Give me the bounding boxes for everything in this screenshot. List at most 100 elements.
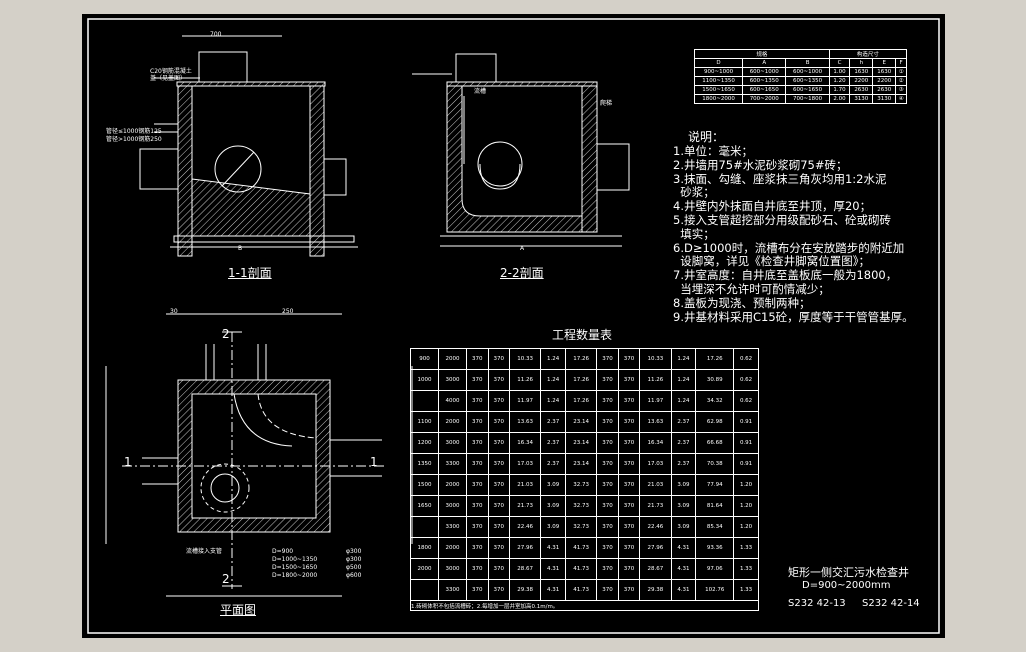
qty-cell: 11.97 bbox=[508, 390, 542, 412]
size-cell: 2200 bbox=[849, 76, 874, 86]
dim-700: 700 bbox=[210, 31, 222, 38]
qty-cell: 17.26 bbox=[565, 390, 598, 412]
qty-cell: 370 bbox=[487, 474, 511, 496]
qty-cell: 3.09 bbox=[670, 495, 697, 517]
qty-cell: 34.32 bbox=[695, 390, 735, 412]
qty-cell: 2000 bbox=[438, 537, 468, 559]
qty-cell: 370 bbox=[596, 474, 619, 496]
size-cell: 600~1650 bbox=[785, 85, 830, 95]
qty-cell: 370 bbox=[617, 432, 641, 454]
qty-cell: 27.96 bbox=[508, 537, 542, 559]
qty-cell: 370 bbox=[487, 369, 511, 391]
legend-phi-1: φ300 bbox=[346, 548, 362, 555]
qty-cell: 77.94 bbox=[695, 474, 735, 496]
qty-cell: 30.89 bbox=[695, 369, 735, 391]
qty-cell: 370 bbox=[466, 558, 489, 580]
qty-cell: 16.34 bbox=[508, 432, 542, 454]
qty-cell: 3.09 bbox=[670, 474, 697, 496]
qty-cell: 29.38 bbox=[508, 579, 542, 601]
qty-cell: 62.98 bbox=[695, 411, 735, 433]
title-range: D=900~2000mm bbox=[802, 580, 891, 591]
qty-cell: 16.34 bbox=[639, 432, 672, 454]
qty-footnote: 1.砖砌体积不包括流槽砖；2.每增加一层井室加高0.1m/m。 bbox=[410, 600, 759, 611]
qty-cell: 41.73 bbox=[565, 558, 598, 580]
size-cell: 3130 bbox=[872, 94, 897, 104]
qty-cell: 2.37 bbox=[670, 411, 697, 433]
annot-flow: 流槽 bbox=[474, 88, 487, 95]
note-item: 2.井墙用75#水泥砂浆砌75#砖； bbox=[673, 157, 848, 172]
qty-cell: 21.73 bbox=[639, 495, 672, 517]
qty-cell: 4.31 bbox=[670, 579, 697, 601]
annot-pipe-small: 管径≤1000钢筋125 bbox=[106, 128, 162, 135]
qty-cell: 370 bbox=[487, 453, 511, 475]
qty-cell: 21.03 bbox=[639, 474, 672, 496]
qty-cell: 41.73 bbox=[565, 537, 598, 559]
size-header-dims: 构造尺寸 bbox=[828, 49, 908, 59]
size-sub-e: E bbox=[872, 58, 897, 68]
qty-cell: 370 bbox=[617, 390, 641, 412]
annot-ladder: 爬梯 bbox=[600, 100, 613, 107]
size-cell: 1.20 bbox=[828, 76, 851, 86]
qty-cell: 3.09 bbox=[540, 474, 567, 496]
qty-cell: 0.62 bbox=[733, 390, 759, 412]
qty-cell: 17.03 bbox=[508, 453, 542, 475]
cut-mark-2-top: 2 bbox=[222, 327, 230, 341]
size-cell: ① bbox=[895, 67, 907, 77]
qty-cell: 370 bbox=[487, 516, 511, 538]
qty-cell: 11.26 bbox=[639, 369, 672, 391]
size-cell: 700~1800 bbox=[785, 94, 830, 104]
label-section-1-1: 1-1剖面 bbox=[228, 266, 272, 280]
qty-cell: 23.14 bbox=[565, 432, 598, 454]
plan-view bbox=[105, 313, 413, 597]
note-item: 6.D≥1000时，流槽布分在安放踏步的附近加 设脚窝，详见《检查井脚窝位置图》… bbox=[673, 240, 905, 269]
qty-cell: 3000 bbox=[438, 558, 468, 580]
qty-cell: 2000 bbox=[438, 474, 468, 496]
qty-cell: 1000 bbox=[409, 369, 440, 391]
dim-250: 250 bbox=[282, 308, 294, 315]
label-section-2-2: 2-2剖面 bbox=[500, 266, 544, 280]
qty-cell: 2000 bbox=[438, 348, 468, 370]
size-cell: 600~1350 bbox=[785, 76, 830, 86]
size-cell: ③ bbox=[895, 85, 907, 95]
qty-cell: 21.73 bbox=[508, 495, 542, 517]
qty-cell: 4.31 bbox=[670, 537, 697, 559]
qty-cell: 370 bbox=[596, 516, 619, 538]
qty-cell: 4.31 bbox=[540, 579, 567, 601]
size-sub-f: F bbox=[895, 58, 907, 68]
qty-cell: 22.46 bbox=[508, 516, 542, 538]
qty-cell: 22.46 bbox=[639, 516, 672, 538]
qty-cell: 3000 bbox=[438, 432, 468, 454]
note-item: 1.单位：毫米； bbox=[673, 144, 753, 158]
qty-cell: 4.31 bbox=[540, 537, 567, 559]
qty-cell: 370 bbox=[466, 453, 489, 475]
dim-30: 30 bbox=[170, 308, 178, 315]
size-cell: 1630 bbox=[849, 67, 874, 77]
qty-cell: 4000 bbox=[438, 390, 468, 412]
qty-cell: 1.24 bbox=[670, 369, 697, 391]
qty-cell: 370 bbox=[487, 411, 511, 433]
qty-cell: 2.37 bbox=[670, 432, 697, 454]
size-cell: 600~1650 bbox=[742, 85, 787, 95]
qty-cell: 23.14 bbox=[565, 453, 598, 475]
qty-cell: 2000 bbox=[409, 558, 440, 580]
qty-cell: 370 bbox=[487, 432, 511, 454]
qty-cell: 17.03 bbox=[639, 453, 672, 475]
qty-cell: 1.33 bbox=[733, 579, 759, 601]
size-sub-c: C bbox=[828, 58, 851, 68]
section-2-2 bbox=[412, 53, 630, 247]
qty-cell: 1100 bbox=[409, 411, 440, 433]
qty-cell: 2000 bbox=[438, 411, 468, 433]
qty-cell: 13.63 bbox=[508, 411, 542, 433]
label-plan: 平面图 bbox=[220, 603, 257, 617]
qty-cell: 0.62 bbox=[733, 369, 759, 391]
qty-cell: 10.33 bbox=[639, 348, 672, 370]
